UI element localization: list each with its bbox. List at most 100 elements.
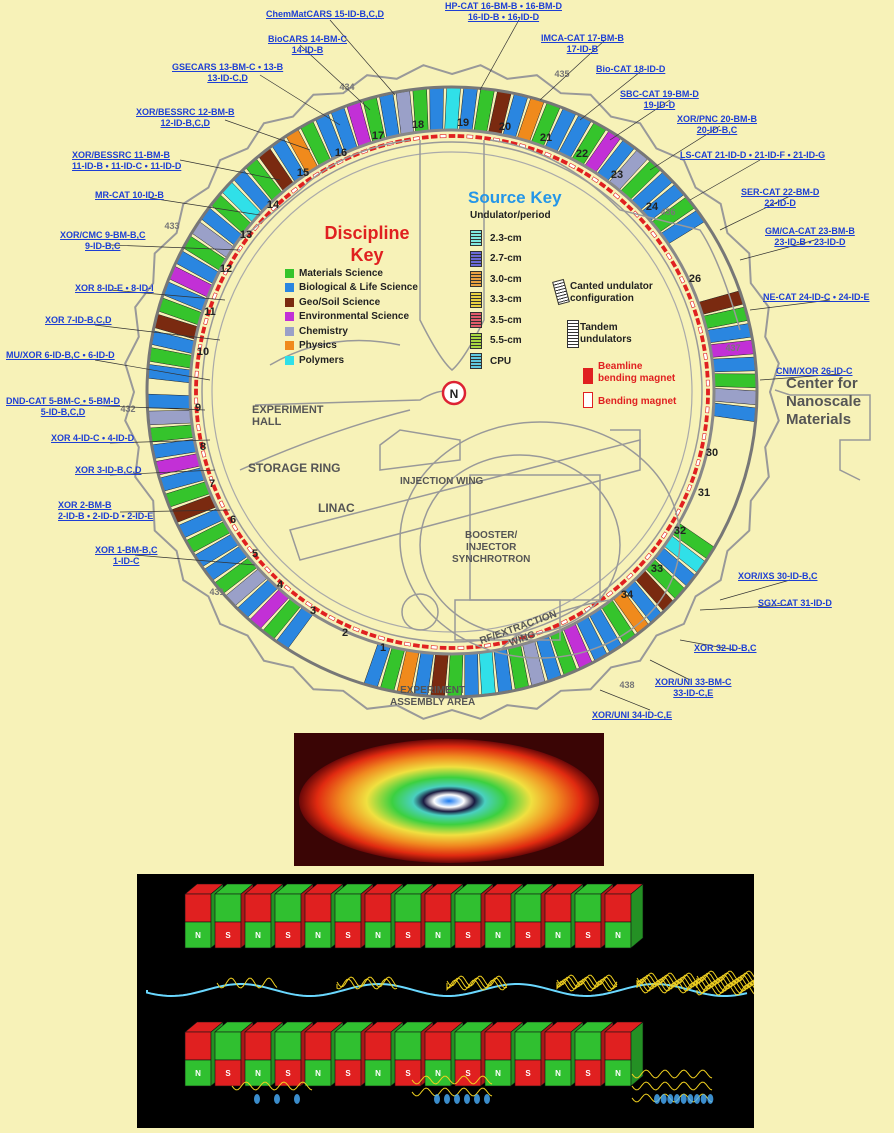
beamline-label-line1: SGX-CAT 31-ID-D	[758, 598, 832, 609]
discipline-swatch	[285, 356, 294, 365]
booster-line2: INJECTOR	[452, 542, 530, 554]
ring-magnet	[467, 135, 473, 139]
beamline-label-line1: XOR/UNI 34-ID-C,E	[592, 710, 672, 721]
ring-magnet	[237, 245, 243, 252]
tandem-line2: undulators	[580, 334, 632, 346]
magnet-block	[395, 894, 421, 922]
beamline-label: NE-CAT 24-ID-C • 24-ID-E	[763, 292, 870, 303]
discipline-key-item: Geo/Soil Science	[285, 295, 418, 310]
beamline-label: SER-CAT 22-BM-D22-ID-D	[741, 187, 819, 209]
beamline-label-line1: SER-CAT 22-BM-D	[741, 187, 819, 198]
sector-number: 5	[252, 548, 258, 560]
beamline-label: XOR 3-ID-B,C,D	[75, 465, 142, 476]
discipline-swatch	[285, 298, 294, 307]
radiation-wave	[557, 981, 617, 991]
canted-undulator-label: Canted undulator configuration	[570, 281, 653, 305]
ring-magnet	[706, 371, 710, 377]
ring-magnet	[639, 217, 645, 224]
ring-magnet	[690, 476, 695, 483]
sector-number: 9	[195, 402, 201, 414]
ring-magnet	[666, 524, 672, 531]
beamline-label: XOR/CMC 9-BM-B,C9-ID-B,C	[60, 230, 146, 252]
building-number: 435	[554, 69, 569, 79]
beamline-label-line1: CNM/XOR 26-ID-C	[776, 366, 853, 377]
tandem-undulators-label: Tandem undulators	[580, 322, 632, 346]
magnet-block-side	[631, 1022, 643, 1086]
ring-magnet	[693, 310, 698, 317]
discipline-key-item: Polymers	[285, 353, 418, 368]
ring-magnet	[627, 573, 634, 579]
magnet-block	[605, 1032, 631, 1060]
ring-magnet	[656, 539, 662, 546]
ring-magnet	[620, 199, 627, 205]
magnet-pole-letter: N	[615, 1069, 621, 1078]
sector-number: 2	[342, 627, 348, 639]
ring-magnet	[627, 205, 634, 211]
discipline-label: Polymers	[299, 355, 344, 366]
electron-bunch	[274, 1094, 280, 1104]
ring-magnet	[706, 398, 709, 404]
ring-magnet	[204, 318, 209, 325]
ring-magnet	[661, 245, 667, 252]
discipline-label: Biological & Life Science	[299, 282, 418, 293]
beamline-label-line2: 12-ID-B,C,D	[136, 118, 235, 129]
beamline-label-line1: XOR/PNC 20-BM-B	[677, 114, 757, 125]
magnet-pole-letter: N	[435, 1069, 441, 1078]
injection-wing-label: INJECTION WING	[400, 476, 483, 487]
experiment-hall-line1: EXPERIMENT	[252, 404, 324, 416]
electron-bunch	[444, 1094, 450, 1104]
sector-number: 31	[698, 487, 710, 499]
beamline-label: XOR 32-ID-B,C	[694, 643, 757, 654]
leader-line	[720, 580, 790, 600]
magnet-block	[545, 1032, 571, 1060]
sector-number: 13	[240, 229, 252, 241]
ring-magnet	[431, 135, 437, 139]
ring-magnet	[698, 327, 703, 334]
magnet-pole-letter: S	[465, 931, 471, 940]
ring-magnet	[679, 501, 685, 508]
magnet-block	[425, 894, 451, 922]
beamline-label: MU/XOR 6-ID-B,C • 6-ID-D	[6, 350, 115, 361]
tandem-undulator-icon	[567, 320, 579, 348]
ring-magnet	[569, 163, 576, 169]
ring-magnet	[467, 646, 473, 650]
electron-bunch	[254, 1094, 260, 1104]
ring-magnet	[599, 182, 606, 188]
magnet-block	[515, 894, 541, 922]
magnet-pole-letter: N	[435, 931, 441, 940]
ring-magnet	[219, 276, 225, 283]
beamline-label-line1: ChemMatCARS 15-ID-B,C,D	[266, 9, 384, 20]
magnet-pole-letter: N	[615, 931, 621, 940]
sector-number: 17	[372, 130, 384, 142]
ring-magnet	[639, 560, 645, 567]
beamline-label-line2: 16-ID-B • 16-ID-D	[445, 12, 562, 23]
beamline-label-line2: 22-ID-D	[741, 198, 819, 209]
sector-number: 30	[706, 447, 718, 459]
ring-magnet	[458, 646, 464, 649]
ring-magnet	[215, 493, 220, 500]
emission-wave	[412, 1088, 492, 1096]
beamline-label: XOR 7-ID-B,C,D	[45, 315, 112, 326]
beamline-label: SBC-CAT 19-BM-D19-ID-D	[620, 89, 699, 111]
discipline-label: Geo/Soil Science	[299, 297, 380, 308]
ring-magnet	[449, 646, 455, 649]
beamline-label-line1: XOR 1-BM-B,C	[95, 545, 158, 556]
ring-magnet	[458, 134, 464, 137]
discipline-label: Physics	[299, 340, 337, 351]
beamline-wedge	[150, 425, 194, 442]
magnet-block	[395, 1032, 421, 1060]
electron-bunch	[701, 1094, 707, 1104]
beamline-label-line2: 13-ID-C,D	[172, 73, 283, 84]
magnet-block	[245, 894, 271, 922]
beamline-label-line1: DND-CAT 5-BM-C • 5-BM-D	[6, 396, 120, 407]
electron-bunch	[434, 1094, 440, 1104]
magnet-pole-letter: N	[555, 931, 561, 940]
electron-bunch	[681, 1094, 687, 1104]
discipline-key-item: Environmental Science	[285, 310, 418, 325]
source-label: 2.7-cm	[490, 253, 522, 264]
source-label: 5.5-cm	[490, 335, 522, 346]
beamline-label-line1: SBC-CAT 19-BM-D	[620, 89, 699, 100]
ring-magnet	[651, 546, 657, 553]
ring-magnet	[698, 451, 703, 458]
radiation-wave	[217, 978, 277, 988]
